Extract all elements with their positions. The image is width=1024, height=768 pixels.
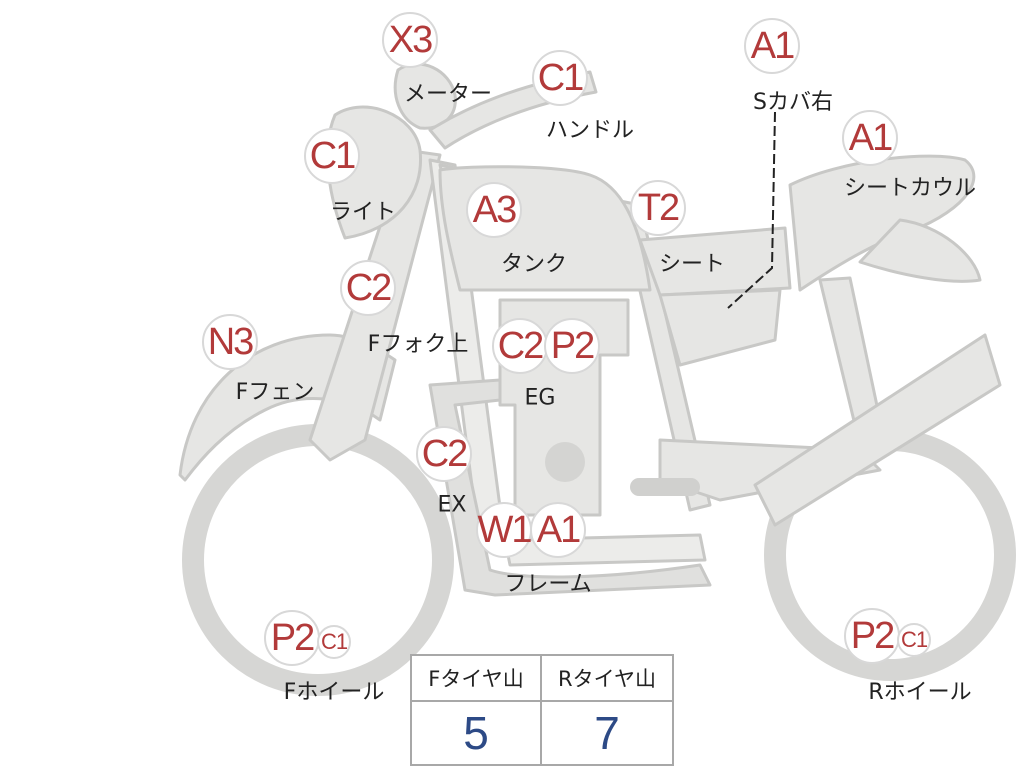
rear-frame-shape <box>818 276 882 427</box>
frame-label: フレーム <box>504 572 592 597</box>
side-cover-shape <box>658 288 782 367</box>
front-tire-value: 5 <box>412 702 542 764</box>
engine-cover-shape <box>545 442 585 482</box>
frame-grade-badge-2: A1 <box>530 502 586 558</box>
frame-grade-badge-1: W1 <box>476 502 533 558</box>
exhaust-grade-badge: C2 <box>416 426 472 482</box>
rear-wheel-grade-badge: P2 <box>844 608 900 664</box>
meter-label: メーター <box>403 82 493 107</box>
rear-wheel-label: Rホイール <box>868 680 972 705</box>
rear-tire-header: Rタイヤ山 <box>542 656 672 702</box>
exhaust-label: EX <box>437 492 467 518</box>
front-wheel-sub-grade-badge: C1 <box>317 625 351 659</box>
front-wheel-grade-badge: P2 <box>264 610 320 666</box>
front-fork-label: Fフォク上 <box>367 332 469 357</box>
light-grade-badge: C1 <box>304 128 360 184</box>
seat-cowl-label: シートカウル <box>843 176 977 201</box>
light-label: ライト <box>329 200 397 225</box>
handle-label: ハンドル <box>545 118 635 143</box>
exhaust-shape <box>428 378 712 597</box>
rear-shock-shape <box>753 333 1002 527</box>
seat-cowl-grade-badge: A1 <box>842 110 898 166</box>
side-cover-label: Sカバ右 <box>753 90 833 115</box>
tire-tread-table: Fタイヤ山 Rタイヤ山 5 7 <box>410 654 674 766</box>
front-tire-header: Fタイヤ山 <box>412 656 542 702</box>
engine-grade-badge-2: P2 <box>544 318 600 374</box>
front-fork-grade-badge: C2 <box>340 260 396 316</box>
engine-grade-badge-1: C2 <box>492 318 548 374</box>
tank-grade-badge: A3 <box>466 182 522 238</box>
footpeg-shape <box>630 478 700 496</box>
engine-label: EG <box>524 385 556 411</box>
rear-tire-value: 7 <box>594 707 620 759</box>
tank-label: タンク <box>500 252 568 277</box>
side-cover-grade-badge: A1 <box>744 18 800 74</box>
seat-label: シート <box>658 252 726 277</box>
seat-shape <box>638 226 792 297</box>
side-cover-pointer <box>727 111 776 309</box>
tail-shape <box>858 218 982 283</box>
front-fender-grade-badge: N3 <box>202 314 258 370</box>
front-fender-label: Fフェン <box>235 380 315 405</box>
meter-grade-badge: X3 <box>382 12 438 68</box>
handle-grade-badge: C1 <box>532 50 588 106</box>
rear-wheel-sub-grade-badge: C1 <box>897 623 931 657</box>
front-wheel-label: Fホイール <box>283 680 385 705</box>
seat-grade-badge: T2 <box>630 180 686 236</box>
